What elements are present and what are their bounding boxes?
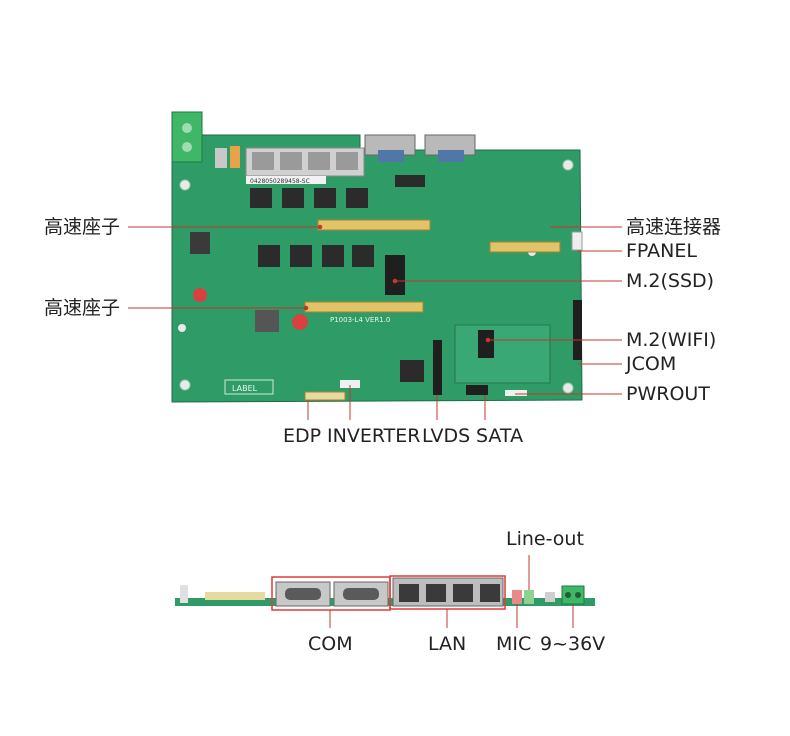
board-id: P1003-L4 VER1.0 xyxy=(330,316,390,324)
label-fpanel: FPANEL xyxy=(626,240,697,262)
db9-top xyxy=(364,134,476,162)
side-lan-jacks xyxy=(392,577,504,607)
label-lvds: LVDS xyxy=(422,425,471,447)
m2-wifi-area xyxy=(454,324,551,384)
m2-wifi-slot xyxy=(478,330,494,358)
inverter-connector xyxy=(340,380,360,388)
side-db9-pair xyxy=(275,581,389,607)
label-edp: EDP xyxy=(283,425,322,447)
label-m2-wifi: M.2(WIFI) xyxy=(626,329,717,351)
pwrout-connector xyxy=(505,390,527,396)
m2-ssd-slot xyxy=(385,255,405,295)
label-box xyxy=(224,379,274,395)
label-m2-ssd: M.2(SSD) xyxy=(626,270,715,292)
label-power: 9~36V xyxy=(540,633,606,655)
jcom-header xyxy=(573,300,582,360)
edp-connector xyxy=(304,391,346,401)
label-jcom: JCOM xyxy=(626,353,677,375)
lineout-jack xyxy=(524,590,534,604)
label-hs-connector: 高速连接器 xyxy=(626,216,722,238)
lvds-header xyxy=(433,340,442,395)
label-inverter: INVERTER xyxy=(327,425,421,447)
label-lan: LAN xyxy=(428,633,467,655)
power-terminal-top xyxy=(171,111,203,163)
hs-connector-right xyxy=(489,241,561,253)
capacitor xyxy=(292,314,308,330)
barcode-text: 0428050289458-SC xyxy=(250,178,310,185)
label-box-text: LABEL xyxy=(232,384,258,393)
chips xyxy=(190,175,425,382)
hs-connector-2 xyxy=(304,301,424,313)
label-hs-2: 高速座子 xyxy=(44,297,121,319)
hs-connector-1 xyxy=(317,219,431,231)
mic-jack xyxy=(512,590,522,604)
fpanel-header xyxy=(571,231,583,251)
capacitor-small xyxy=(193,288,207,302)
label-hs-1: 高速座子 xyxy=(44,216,121,238)
label-sata: SATA xyxy=(476,425,524,447)
lan-magnetics xyxy=(250,188,368,208)
label-com: COM xyxy=(308,633,353,655)
lan-jacks-top xyxy=(245,147,365,184)
side-callout-lines xyxy=(329,555,574,628)
inductor xyxy=(255,310,279,332)
sata-connector xyxy=(466,385,488,395)
label-pwrout: PWROUT xyxy=(626,383,710,405)
callout-lines xyxy=(128,224,622,420)
label-mic: MIC xyxy=(496,633,532,655)
label-line-out: Line-out xyxy=(506,528,584,550)
side-component xyxy=(545,592,555,602)
